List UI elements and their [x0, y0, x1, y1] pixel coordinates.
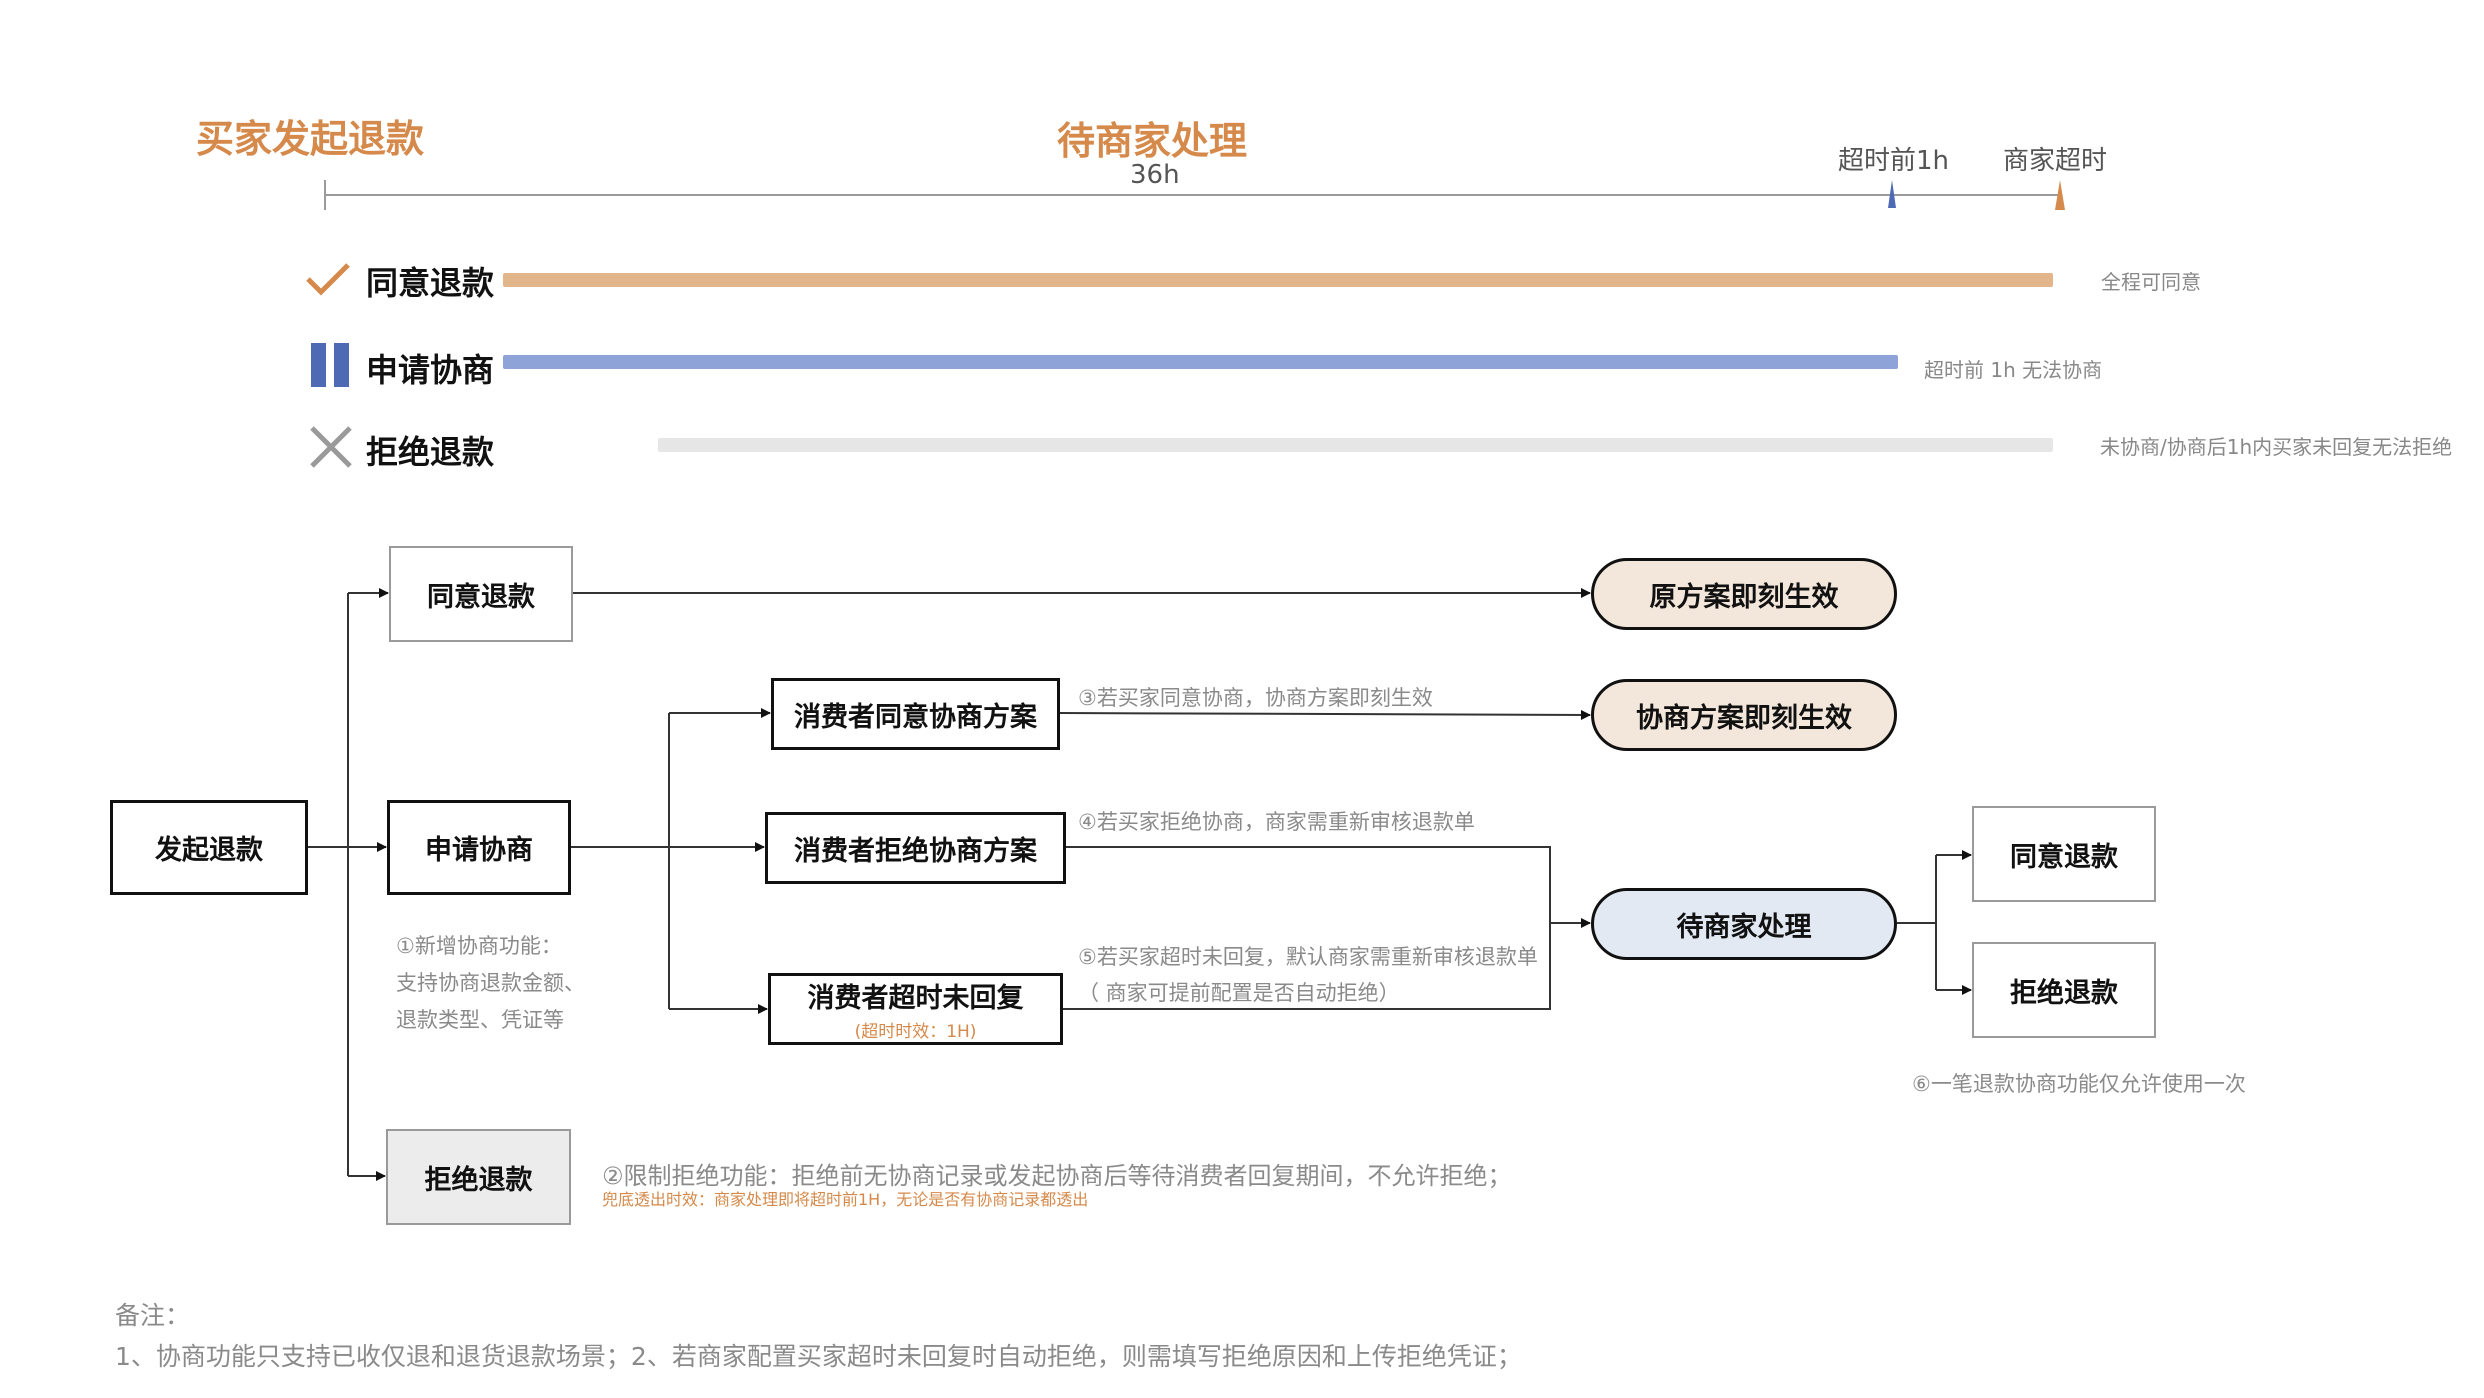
timeline-duration-label: 36h [1130, 160, 1180, 190]
note-2: ②限制拒绝功能：拒绝前无协商记录或发起协商后等待消费者回复期间，不允许拒绝； [602, 1162, 1512, 1190]
timeline-marker-1h-label: 超时前1h [1838, 146, 1950, 176]
note-1-line2: 支持协商退款金额、 [396, 971, 585, 995]
marker-1h-triangle [1888, 180, 1896, 208]
note-4: ④若买家拒绝协商，商家需重新审核退款单 [1078, 810, 1475, 834]
row-agree-note: 全程可同意 [2101, 270, 2201, 294]
remarks-title: 备注： [115, 1301, 191, 1330]
note-3: ③若买家同意协商，协商方案即刻生效 [1078, 686, 1433, 710]
bar-negotiate [503, 355, 1898, 369]
bar-reject [658, 438, 2053, 452]
original-effective-pill[interactable]: 原方案即刻生效 [1591, 558, 1897, 630]
timeline-start-label: 买家发起退款 [196, 117, 425, 161]
apply-negotiate-box[interactable]: 申请协商 [387, 800, 571, 895]
reject-refund-box[interactable]: 拒绝退款 [386, 1129, 571, 1225]
row-reject-note: 未协商/协商后1h内买家未回复无法拒绝 [2100, 435, 2453, 459]
consumer-timeout-box[interactable]: 消费者超时未回复 (超时时效：1H) [768, 973, 1063, 1045]
timeline-axis [324, 180, 2065, 210]
marker-timeout-triangle [2055, 180, 2065, 210]
row-negotiate-label: 申请协商 [366, 351, 495, 389]
row-negotiate-note: 超时前 1h 无法协商 [1924, 358, 2103, 382]
note-5-line1: ⑤若买家超时未回复，默认商家需重新审核退款单 [1078, 945, 1538, 969]
note-5-line2: （ 商家可提前配置是否自动拒绝） [1078, 981, 1400, 1005]
agree-refund-box[interactable]: 同意退款 [389, 546, 573, 642]
note-1-line3: 退款类型、凭证等 [396, 1008, 564, 1032]
start-refund-box[interactable]: 发起退款 [110, 800, 308, 895]
consumer-reject-box[interactable]: 消费者拒绝协商方案 [765, 812, 1066, 884]
bar-agree [503, 273, 2053, 287]
remarks-text: 1、协商功能只支持已收仅退和退货退款场景；2、若商家配置买家超时未回复时自动拒绝… [115, 1342, 1522, 1371]
negotiated-effective-pill[interactable]: 协商方案即刻生效 [1591, 679, 1897, 751]
timeline-middle-label: 待商家处理 [1057, 119, 1248, 163]
consumer-timeout-sublabel: (超时时效：1H) [854, 1022, 977, 1042]
note-1-line1: ①新增协商功能： [396, 934, 562, 958]
pause-icon [310, 343, 352, 387]
note-6: ⑥一笔退款协商功能仅允许使用一次 [1912, 1072, 2246, 1096]
pending-merchant-pill[interactable]: 待商家处理 [1591, 888, 1897, 960]
check-icon [305, 262, 351, 296]
final-reject-box[interactable]: 拒绝退款 [1972, 942, 2156, 1038]
consumer-timeout-label: 消费者超时未回复 [807, 983, 1024, 1014]
row-reject-label: 拒绝退款 [366, 433, 495, 471]
timeline-marker-timeout-label: 商家超时 [2003, 146, 2108, 176]
row-agree-label: 同意退款 [366, 264, 495, 302]
consumer-agree-box[interactable]: 消费者同意协商方案 [771, 678, 1060, 750]
final-agree-box[interactable]: 同意退款 [1972, 806, 2156, 902]
note-2-sub: 兜底透出时效：商家处理即将超时前1H，无论是否有协商记录都透出 [602, 1190, 1089, 1209]
cross-icon [309, 425, 353, 469]
